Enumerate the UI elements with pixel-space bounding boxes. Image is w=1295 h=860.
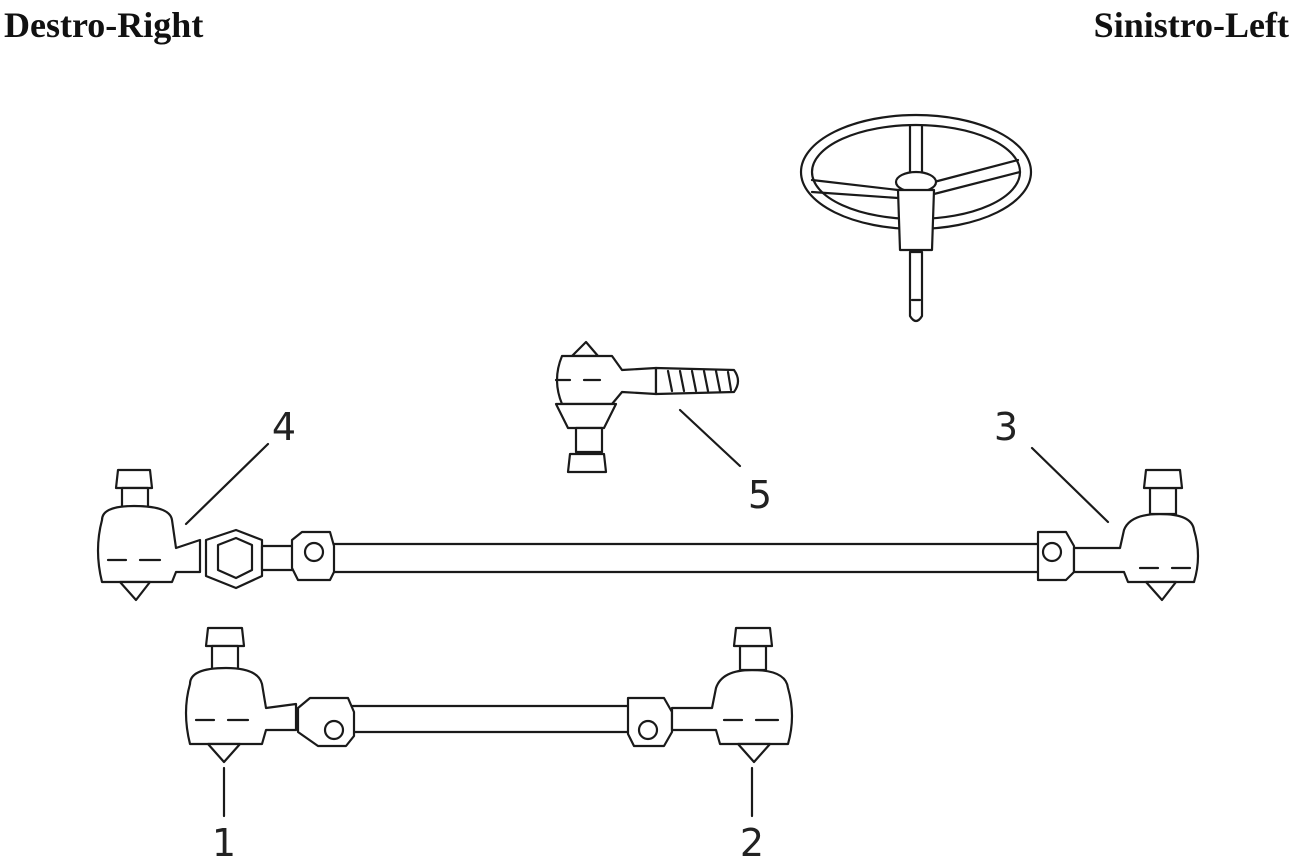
steering-wheel [799,113,1033,323]
long-tie-rod-assembly [96,442,1200,602]
callout-3: 3 [994,405,1018,449]
short-tie-rod-assembly [184,626,794,818]
callout-2: 2 [740,821,764,860]
tie-rod-end-5 [554,340,742,474]
callout-4: 4 [272,405,296,449]
header-sinistro-left: Sinistro-Left [1093,5,1289,45]
callout-5: 5 [748,473,772,517]
header-destro-right: Destro-Right [4,5,204,45]
callout-1: 1 [212,821,236,860]
